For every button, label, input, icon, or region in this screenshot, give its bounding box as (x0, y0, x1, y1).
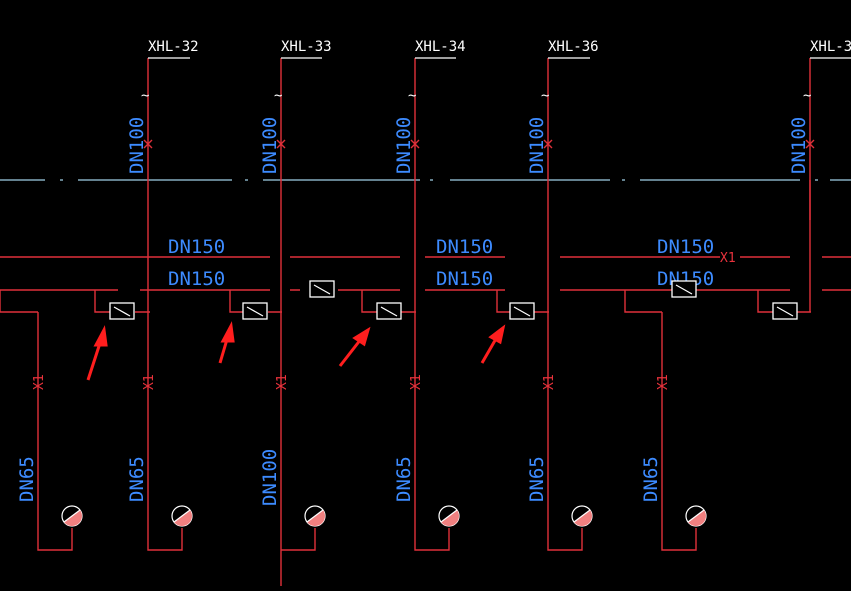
annotation-arrow-icon (338, 326, 371, 367)
break-symbols: ~ ~ ~ ~ ~ (141, 88, 811, 104)
riser-label-xhl-34: XHL-34 (415, 39, 466, 55)
branch-dn-label: DN65 (126, 456, 148, 502)
riser-dn-label: DN100 (393, 117, 415, 174)
riser-dn-label: DN100 (259, 117, 281, 174)
riser-label-xhl-36: XHL-36 (548, 39, 599, 55)
break-symbol: ~ (541, 88, 549, 104)
valve-symbol[interactable] (772, 302, 798, 320)
riser-pipes (147, 58, 811, 586)
branch-pipes (37, 312, 697, 551)
annotation-arrows (86, 321, 506, 381)
break-symbol: ~ (141, 88, 149, 104)
branch-dn-labels: DN65 DN65 DN100 DN65 DN65 DN65 (16, 449, 662, 506)
valve-stubs (0, 290, 811, 313)
riser-pipe-xhl-32 (147, 58, 183, 551)
branch-mark: X1 (142, 374, 157, 390)
riser-dn-label: DN100 (526, 117, 548, 174)
hydrant-icon[interactable] (304, 505, 326, 527)
main-dn-label-lower: DN150 (168, 268, 225, 290)
branch-mark: X1 (275, 374, 290, 390)
break-symbol: ~ (274, 88, 282, 104)
valves (109, 280, 798, 320)
branch-mark: X1 (542, 374, 557, 390)
main-dn-label-lower: DN150 (436, 268, 493, 290)
riser-dn-labels: DN100 DN100 DN100 DN100 DN100 (126, 117, 810, 174)
riser-cross-marks (143, 139, 815, 149)
branch-dn-label: DN65 (393, 456, 415, 502)
annotation-arrow-icon (480, 324, 506, 364)
break-symbol: ~ (408, 88, 416, 104)
branch-mark: X1 (656, 374, 671, 390)
main-dn-label-upper: DN150 (436, 236, 493, 258)
hydrant-icon[interactable] (61, 505, 83, 527)
main-pipes (0, 256, 851, 291)
riser-dn-label: DN100 (126, 117, 148, 174)
hydrant-icon[interactable] (685, 505, 707, 527)
main-dn-label-upper: DN150 (657, 236, 714, 258)
riser-dn-label: DN100 (788, 117, 810, 174)
hydrant-icon[interactable] (438, 505, 460, 527)
riser-labels: XHL-32 XHL-33 XHL-34 XHL-36 XHL-37 (148, 39, 851, 55)
main-mark-label: X1 (720, 251, 736, 266)
valve-symbol[interactable] (242, 302, 268, 320)
annotation-arrow-icon (218, 321, 235, 364)
branch-mark: X1 (32, 374, 47, 390)
hydrant-icon[interactable] (571, 505, 593, 527)
valve-symbol[interactable] (376, 302, 402, 320)
branch-dn-label: DN65 (16, 456, 38, 502)
main-dn-label-lower: DN150 (657, 268, 714, 290)
valve-symbol[interactable] (671, 280, 697, 298)
valve-symbol[interactable] (509, 302, 535, 320)
main-dn-labels: DN150 DN150 DN150 DN150 DN150 DN150 X1 (168, 236, 736, 290)
riser-label-xhl-32: XHL-32 (148, 39, 199, 55)
valve-symbol[interactable] (109, 302, 135, 320)
main-dn-label-upper: DN150 (168, 236, 225, 258)
valve-symbol[interactable] (309, 280, 335, 298)
branch-marks: X1 X1 X1 X1 X1 X1 (32, 374, 671, 390)
hydrants (61, 505, 707, 527)
hydrant-icon[interactable] (171, 505, 193, 527)
riser-label-xhl-37: XHL-37 (810, 39, 851, 55)
riser-label-xhl-33: XHL-33 (281, 39, 332, 55)
branch-dn-label: DN100 (259, 449, 281, 506)
annotation-arrow-icon (86, 325, 108, 381)
branch-mark: X1 (409, 374, 424, 390)
branch-dn-label: DN65 (526, 456, 548, 502)
break-symbol: ~ (803, 88, 811, 104)
branch-dn-label: DN65 (640, 456, 662, 502)
riser-pipe-xhl-34 (414, 58, 450, 551)
riser-pipe-xhl-36 (547, 58, 583, 551)
